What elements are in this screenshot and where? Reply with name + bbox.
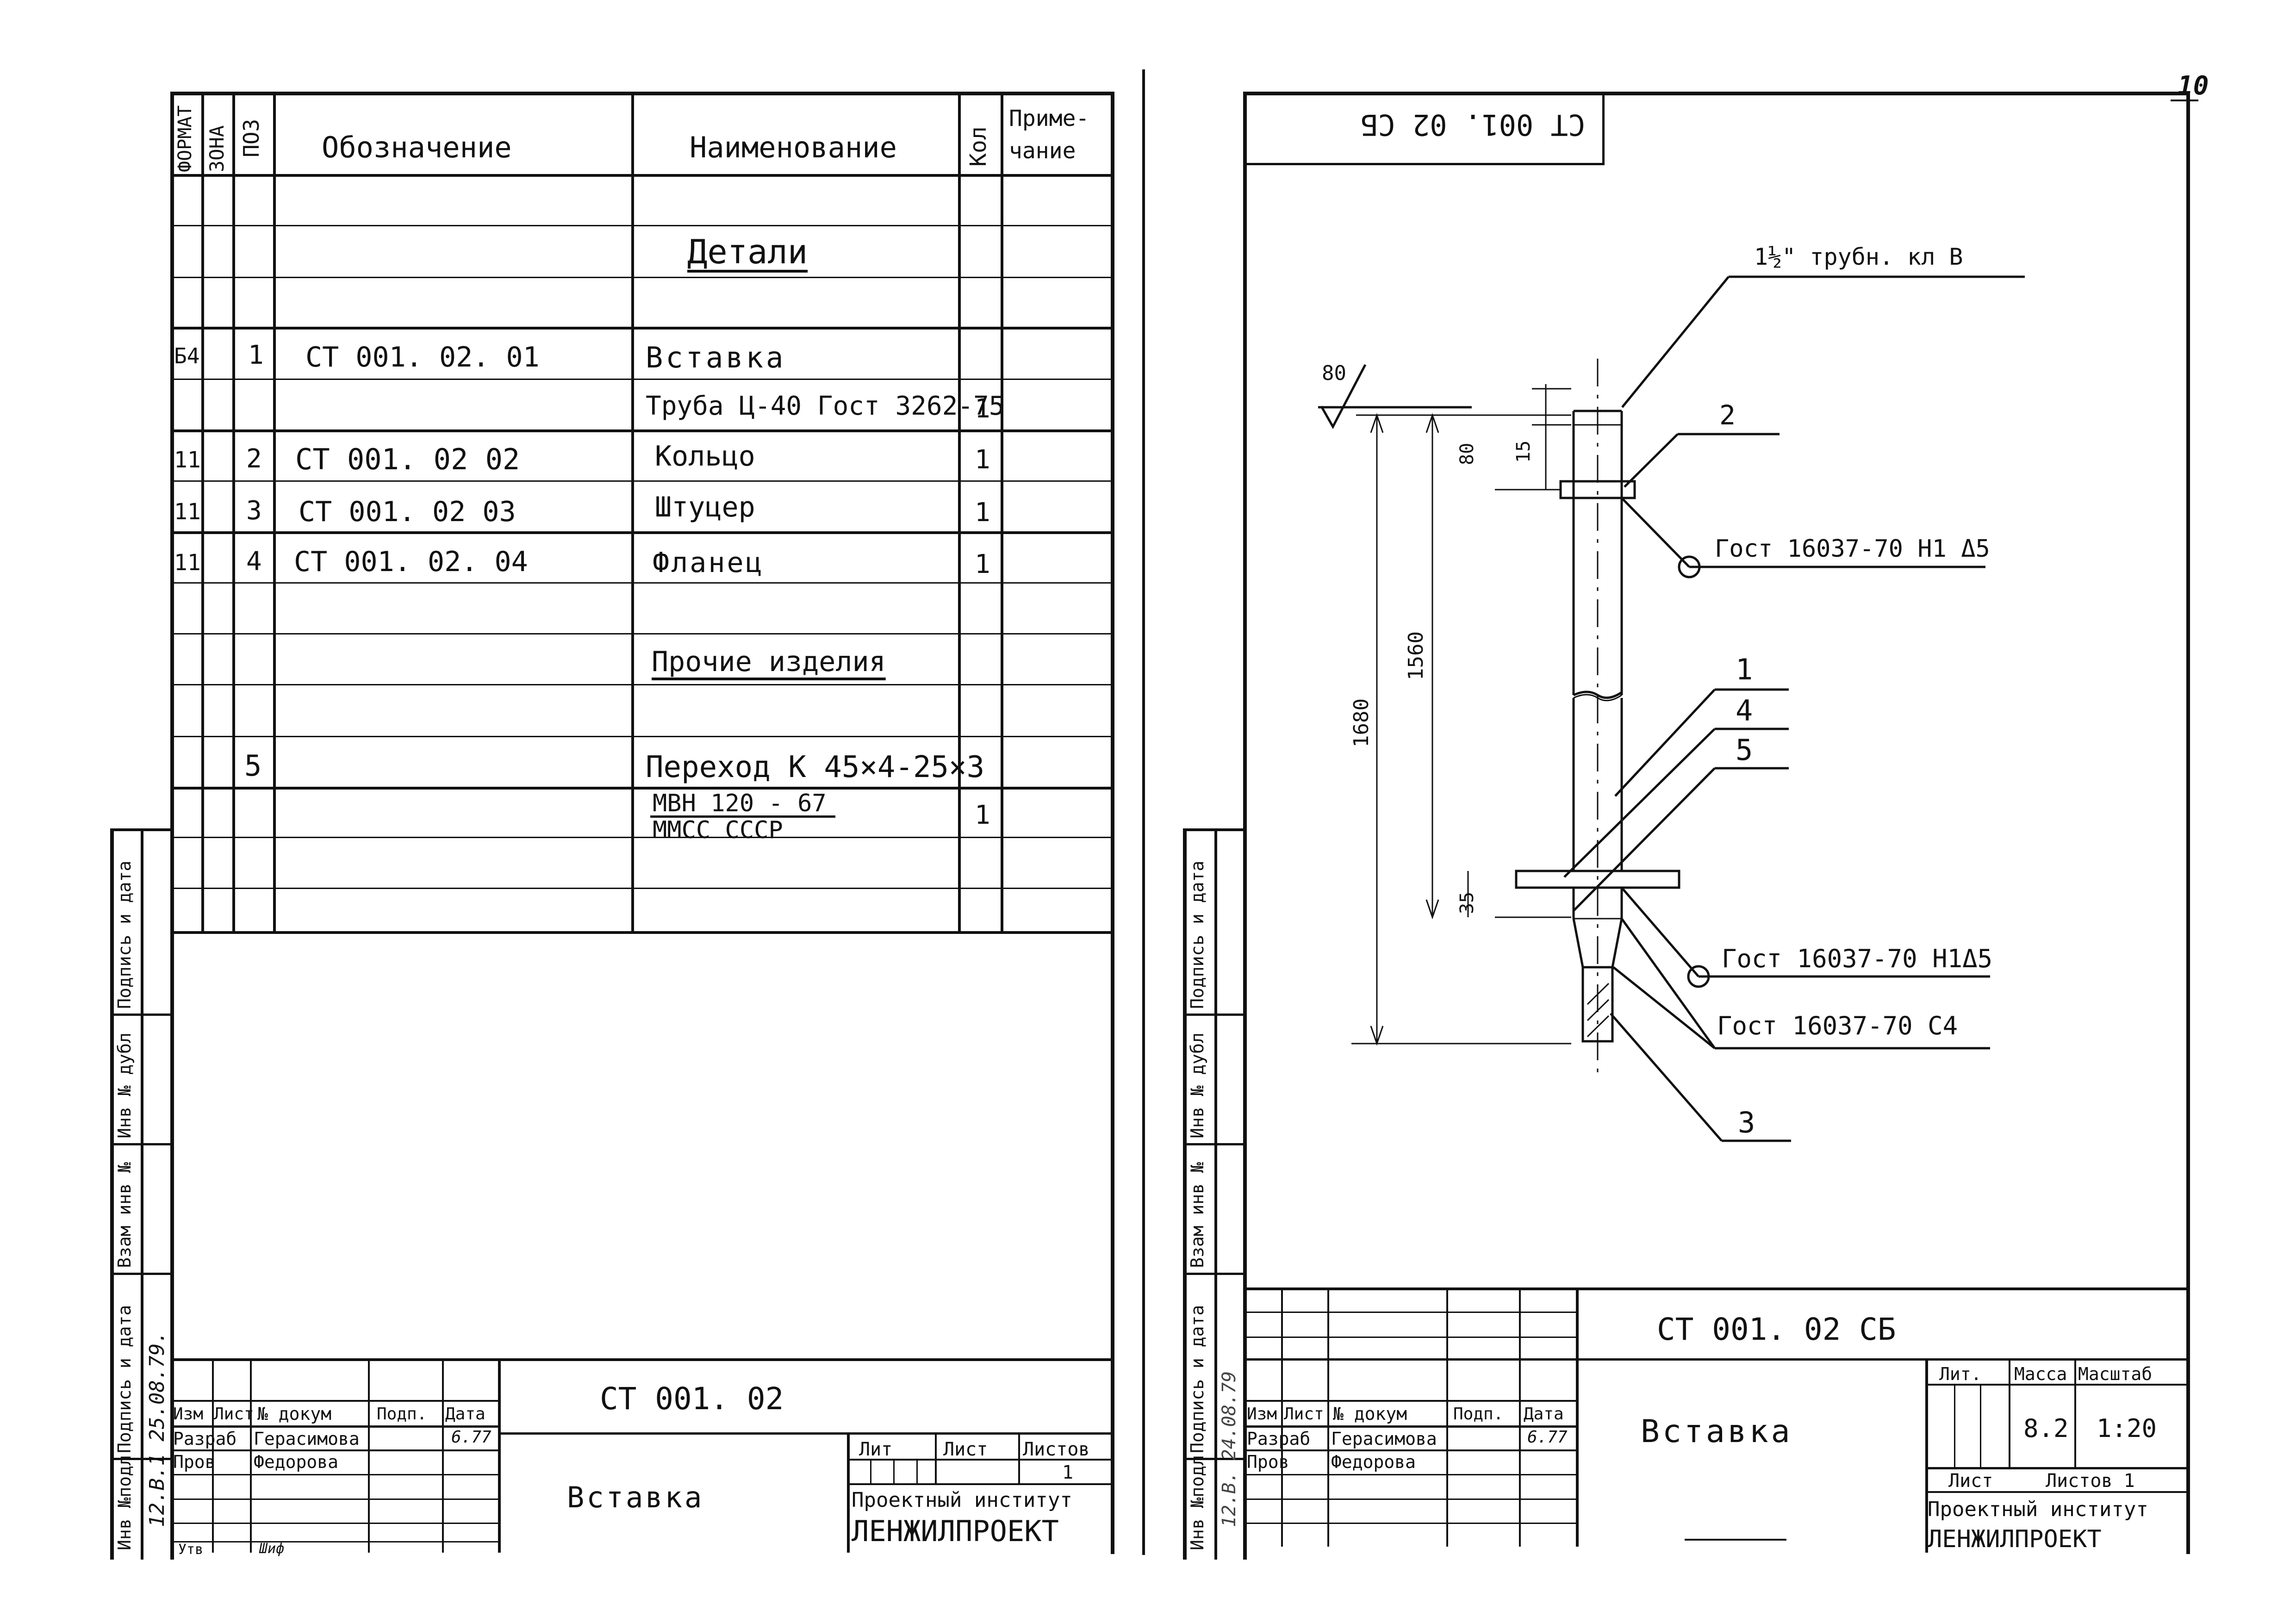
- other-pos: 5: [244, 749, 262, 783]
- row4-designation: СТ 001. 02. 04: [294, 546, 528, 578]
- left-org-2: ЛЕНЖИЛПРОЕКТ: [852, 1514, 1059, 1548]
- section-other: Прочие изделия: [652, 646, 886, 678]
- row2-designation: СТ 001. 02 02: [295, 442, 520, 476]
- left-frame-left: [170, 92, 174, 934]
- rstrip-vzam-inv: Взам инв №: [1187, 1162, 1207, 1268]
- row1b-qty: 1: [975, 394, 990, 424]
- row4-name: Фланец: [653, 547, 764, 579]
- row1-name: Вставка: [646, 341, 786, 374]
- other-qty: 1: [975, 800, 990, 830]
- right-mass-value: 8.2: [2023, 1414, 2069, 1443]
- right-listov: Листов 1: [2046, 1470, 2135, 1492]
- right-org-1: Проектный институт: [1928, 1498, 2148, 1521]
- rstrip-sign-date-2: Подпись и дата: [1187, 860, 1207, 1009]
- left-frame-right: [1111, 92, 1114, 1554]
- callout-1: 1: [1736, 653, 1753, 686]
- row2-qty: 1: [975, 445, 990, 475]
- row4-pos: 4: [246, 547, 262, 577]
- left-frame-top: [171, 92, 1114, 95]
- section-details: Детали: [687, 232, 808, 271]
- left-col-list: Лист: [214, 1405, 254, 1424]
- left-list: Лист: [943, 1439, 988, 1460]
- right-col-list: Лист: [1284, 1405, 1324, 1424]
- right-lit: Лит.: [1939, 1364, 1982, 1384]
- left-col-doc: № докум: [257, 1404, 332, 1424]
- header-designation: Обозначение: [322, 131, 512, 164]
- row3-name: Штуцер: [655, 491, 755, 523]
- row4-qty: 1: [975, 549, 990, 579]
- left-lit: Лит: [859, 1439, 893, 1460]
- row2-name: Кольцо: [655, 440, 755, 473]
- left-person-1: Герасимова: [254, 1429, 360, 1449]
- dim-1680: 1680: [1350, 698, 1373, 747]
- right-scale-value: 1:20: [2097, 1414, 2157, 1443]
- pipe-label: 1½" трубн. кл В: [1754, 243, 1963, 270]
- dim-1560: 1560: [1404, 631, 1428, 680]
- row3-pos: 3: [246, 496, 262, 526]
- header-name: Наименование: [690, 131, 897, 164]
- right-role-1: Разраб: [1247, 1429, 1311, 1449]
- rstrip-sign-date-1: Подпись и дата: [1187, 1305, 1207, 1453]
- dim-35: 35: [1456, 891, 1478, 914]
- left-role-2: Пров: [173, 1452, 216, 1472]
- other-std-line1: МВН 120 - 67: [653, 790, 827, 817]
- left-listov: Листов: [1023, 1439, 1090, 1460]
- row1-format: Б4: [174, 343, 200, 368]
- row1-pos: 1: [248, 340, 264, 370]
- left-title-code: СТ 001. 02: [600, 1381, 784, 1417]
- left-col-sign: Подп.: [377, 1405, 427, 1424]
- row2-format: 11: [174, 447, 201, 473]
- right-masshtab: Масштаб: [2078, 1364, 2153, 1384]
- right-role-2: Пров: [1247, 1452, 1289, 1472]
- row2-pos: 2: [246, 444, 262, 474]
- weld-spec-3: Гост 16037-70 С4: [1717, 1011, 1958, 1040]
- callout-5: 5: [1736, 733, 1753, 767]
- left-listov-val: 1: [1062, 1462, 1074, 1483]
- right-massa: Масса: [2014, 1364, 2067, 1384]
- other-std-line2: ММСС СССР: [653, 816, 783, 844]
- right-title-code: СТ 001. 02 СБ: [1657, 1312, 1896, 1347]
- left-col-date: Дата: [445, 1405, 485, 1424]
- other-name: Переход К 45×4-25×3: [646, 750, 985, 784]
- header-note: Приме- чание: [1009, 106, 1089, 164]
- right-col-sign: Подп.: [1453, 1405, 1504, 1424]
- left-person-2: Федорова: [254, 1452, 339, 1472]
- dim-15: 15: [1513, 440, 1534, 463]
- roughness-value: 80: [1322, 361, 1346, 385]
- row1-designation: СТ 001. 02. 01: [305, 341, 540, 373]
- right-col-izm: Изм: [1247, 1405, 1277, 1424]
- row3-qty: 1: [975, 497, 990, 528]
- callout-2: 2: [1719, 399, 1736, 431]
- left-title-name: Вставка: [567, 1480, 704, 1514]
- left-col-izm: Изм: [173, 1405, 204, 1424]
- left-person-3: Шиф: [259, 1541, 285, 1557]
- rstrip-inv-dubl: Инв № дубл: [1187, 1032, 1207, 1138]
- left-role-1: Разраб: [173, 1429, 237, 1449]
- rstrip-signature: 12.В. 24.08.79: [1219, 1371, 1240, 1527]
- left-role-3: Утв: [178, 1542, 204, 1558]
- right-col-doc: № докум: [1333, 1404, 1407, 1424]
- row1b-name: Труба Ц-40 Гост 3262-75: [646, 391, 1005, 421]
- right-person-2: Федорова: [1331, 1452, 1416, 1472]
- sheet-divider: [1142, 69, 1145, 1555]
- callout-4: 4: [1736, 694, 1753, 728]
- row3-format: 11: [174, 499, 201, 525]
- right-date-1: 6.77: [1527, 1428, 1568, 1447]
- right-list: Лист: [1948, 1470, 1993, 1492]
- weld-spec-2: Гост 16037-70 Н1Δ5: [1722, 944, 1993, 973]
- right-org-2: ЛЕНЖИЛПРОЕКТ: [1928, 1527, 2102, 1549]
- dim-80: 80: [1456, 442, 1478, 465]
- callout-3: 3: [1738, 1106, 1755, 1139]
- right-col-date: Дата: [1524, 1405, 1564, 1424]
- row3-designation: СТ 001. 02 03: [299, 496, 516, 528]
- left-org-1: Проектный институт: [852, 1488, 1072, 1512]
- row4-format: 11: [174, 550, 201, 576]
- weld-spec-1: Гост 16037-70 Н1 Δ5: [1715, 535, 1990, 563]
- left-date-1: 6.77: [451, 1428, 492, 1447]
- right-title-name: Вставка: [1641, 1413, 1793, 1450]
- rstrip-inv-podl: Инв №подл: [1187, 1455, 1207, 1550]
- right-person-1: Герасимова: [1331, 1429, 1437, 1449]
